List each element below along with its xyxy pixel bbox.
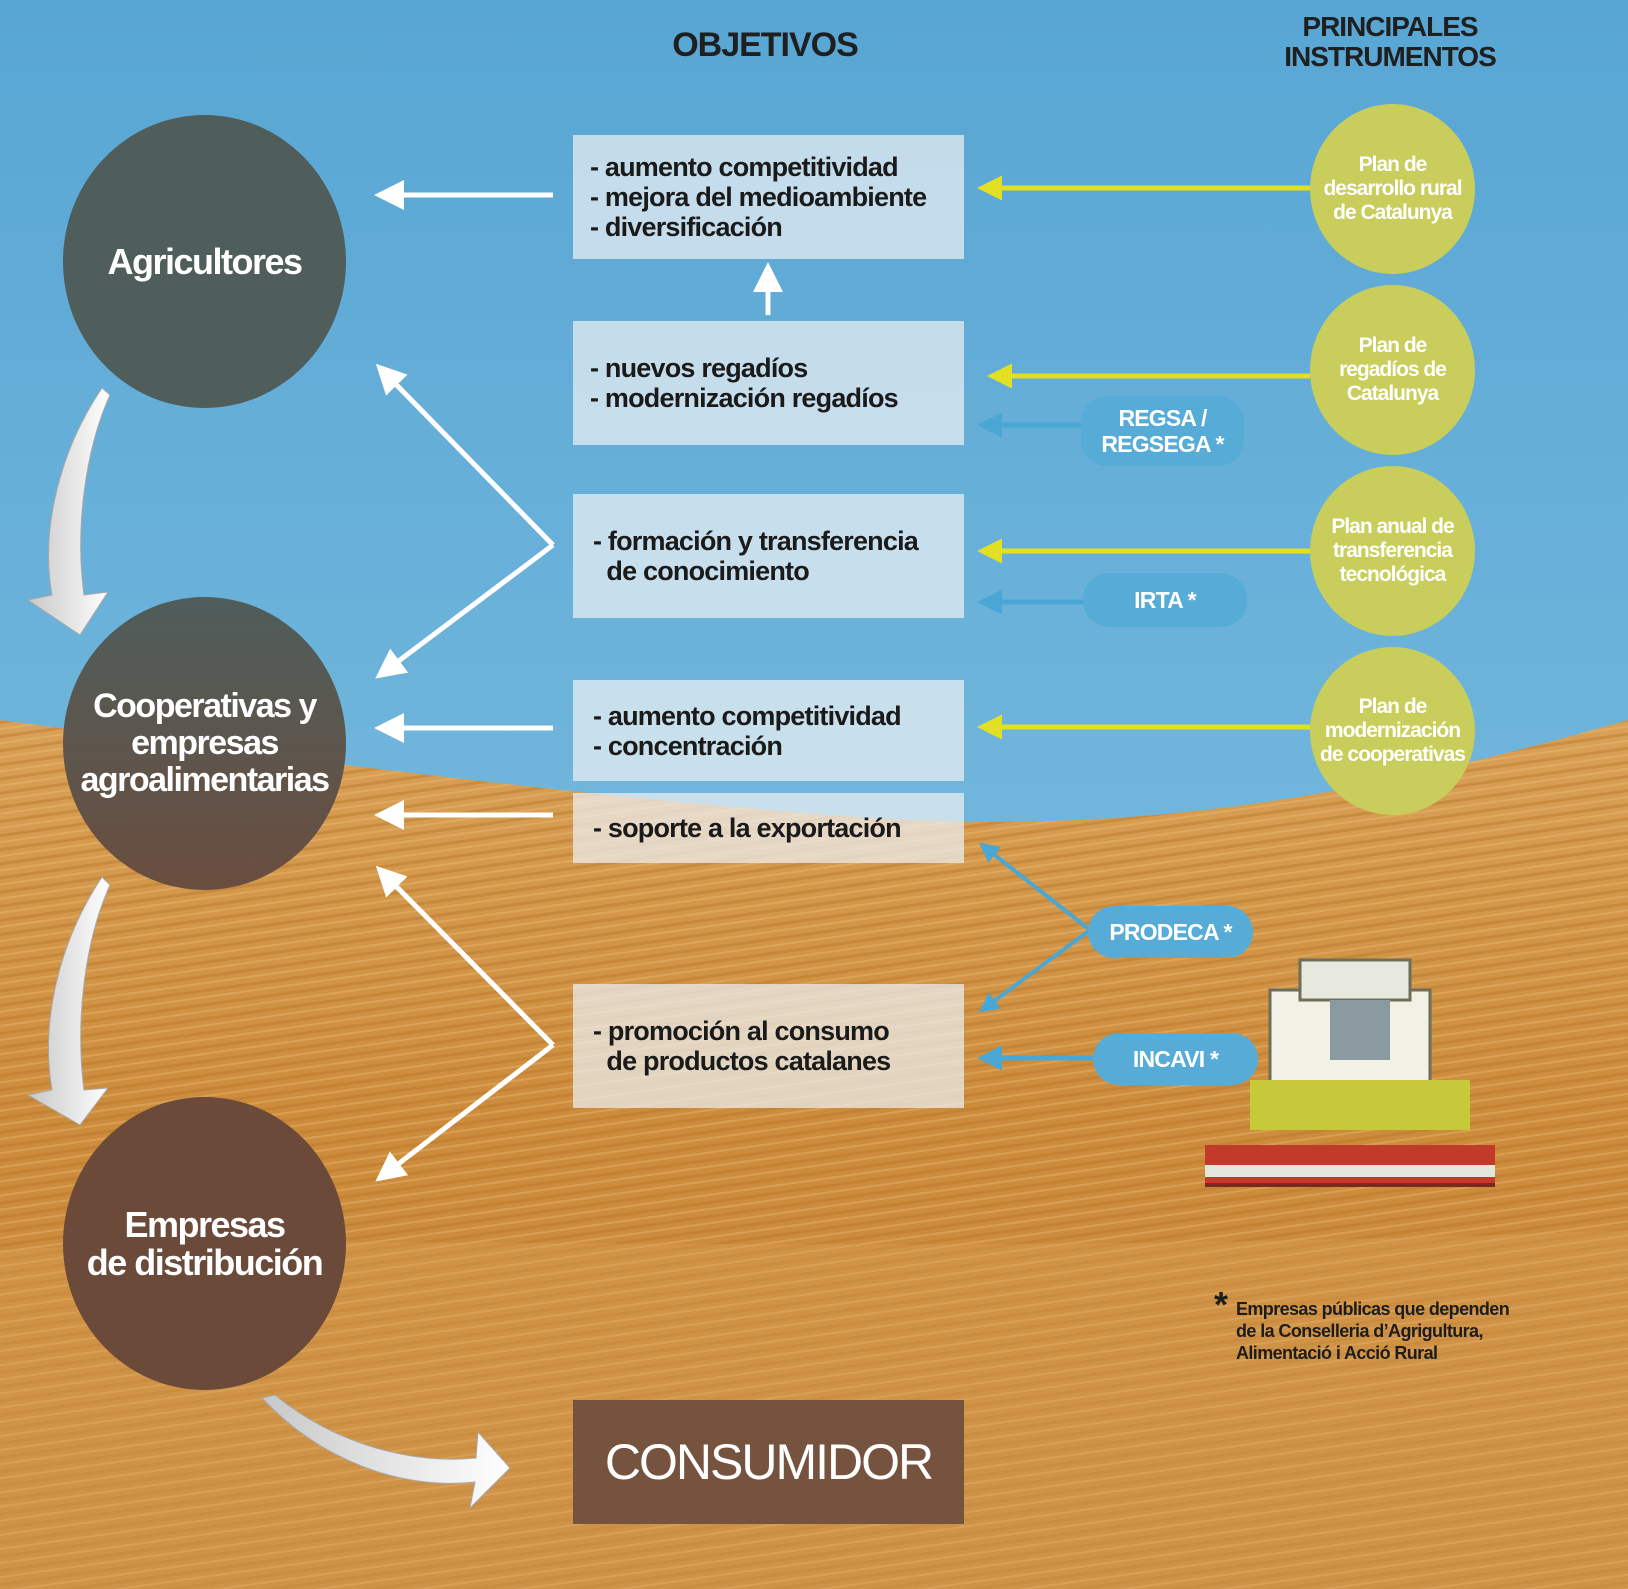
plan-desarrollo-rural: Plan de desarrollo rural de Catalunya	[1310, 104, 1475, 274]
company-incavi: INCAVI *	[1093, 1033, 1258, 1085]
actor-distribucion-label: Empresas de distribución	[86, 1203, 324, 1283]
company-regsa: REGSA / REGSEGA *	[1081, 396, 1244, 466]
objective-5-line-1: - soporte a la exportación	[593, 813, 902, 843]
plan-regadios: Plan de regadíos de Catalunya	[1310, 285, 1475, 455]
header-instrumentos-line-1: PRINCIPALES	[1302, 11, 1478, 42]
objective-1-line-2: - mejora del medioambiente	[590, 182, 927, 212]
objective-6-line-1: - promoción al consumo	[593, 1016, 890, 1046]
objective-box-6: - promoción al consumo de productos cata…	[573, 984, 964, 1108]
footnote-text: Empresas públicas que dependen de la Con…	[1214, 1290, 1544, 1364]
header-instrumentos-line-2: INSTRUMENTOS	[1284, 41, 1497, 72]
objective-3-line-2: de conocimiento	[593, 556, 809, 586]
footnote: * Empresas públicas que dependen de la C…	[1214, 1284, 1544, 1364]
objective-box-1: - aumento competitividad - mejora del me…	[573, 135, 964, 259]
plan-desarrollo-rural-label: Plan de desarrollo rural de Catalunya	[1323, 153, 1462, 224]
objective-4-line-2: - concentración	[593, 730, 783, 761]
company-irta-label: IRTA *	[1134, 587, 1196, 613]
plan-regadios-label: Plan de regadíos de Catalunya	[1339, 334, 1447, 405]
header-objetivos: OBJETIVOS	[672, 26, 859, 64]
plan-transferencia: Plan anual de transferencia tecnológica	[1310, 466, 1475, 636]
header-instrumentos: PRINCIPALES INSTRUMENTOS	[1270, 12, 1510, 72]
objective-1-line-3: - diversificación	[590, 212, 783, 242]
plan-cooperativas: Plan de modernización de cooperativas	[1310, 647, 1475, 815]
objective-1-line-1: - aumento competitividad	[590, 152, 899, 182]
footnote-line-2: de la Conselleria d’Agrigultura,	[1236, 1321, 1483, 1341]
actor-distribucion: Empresas de distribución	[63, 1097, 346, 1390]
actor-agricultores: Agricultores	[63, 115, 346, 408]
consumidor-label: CONSUMIDOR	[604, 1434, 934, 1490]
objective-4-line-1: - aumento competitividad	[593, 700, 902, 731]
objective-3-line-1: - formación y transferencia	[593, 526, 919, 556]
objective-box-2: - nuevos regadíos - modernización regadí…	[573, 321, 964, 445]
objective-box-4: - aumento competitividad - concentración	[573, 680, 964, 781]
company-irta: IRTA *	[1083, 573, 1247, 627]
objective-box-5: - soporte a la exportación	[573, 793, 964, 863]
objective-2-line-2: - modernización regadíos	[590, 383, 899, 413]
company-prodeca-label: PRODECA *	[1109, 919, 1232, 945]
plan-transferencia-label: Plan anual de transferencia tecnológica	[1331, 515, 1454, 586]
footnote-asterisk: *	[1214, 1284, 1228, 1325]
objective-6-line-2: de productos catalanes	[593, 1046, 891, 1076]
footnote-line-1: Empresas públicas que dependen	[1236, 1299, 1510, 1319]
harvester-illustration	[1205, 958, 1495, 1187]
company-incavi-label: INCAVI *	[1132, 1046, 1219, 1072]
company-prodeca: PRODECA *	[1088, 906, 1253, 958]
actor-cooperativas: Cooperativas y empresas agroalimentarias	[63, 597, 346, 890]
objective-box-3: - formación y transferencia de conocimie…	[573, 494, 964, 618]
consumidor-box: CONSUMIDOR	[573, 1400, 964, 1524]
actor-cooperativas-label: Cooperativas y empresas agroalimentarias	[80, 687, 330, 799]
company-regsa-label: REGSA / REGSEGA *	[1101, 405, 1224, 457]
footnote-line-3: Alimentació i Acció Rural	[1236, 1343, 1438, 1363]
plan-cooperativas-label: Plan de modernización de cooperativas	[1320, 695, 1466, 766]
actor-agricultores-label: Agricultores	[107, 240, 303, 282]
objective-2-line-1: - nuevos regadíos	[590, 353, 808, 383]
